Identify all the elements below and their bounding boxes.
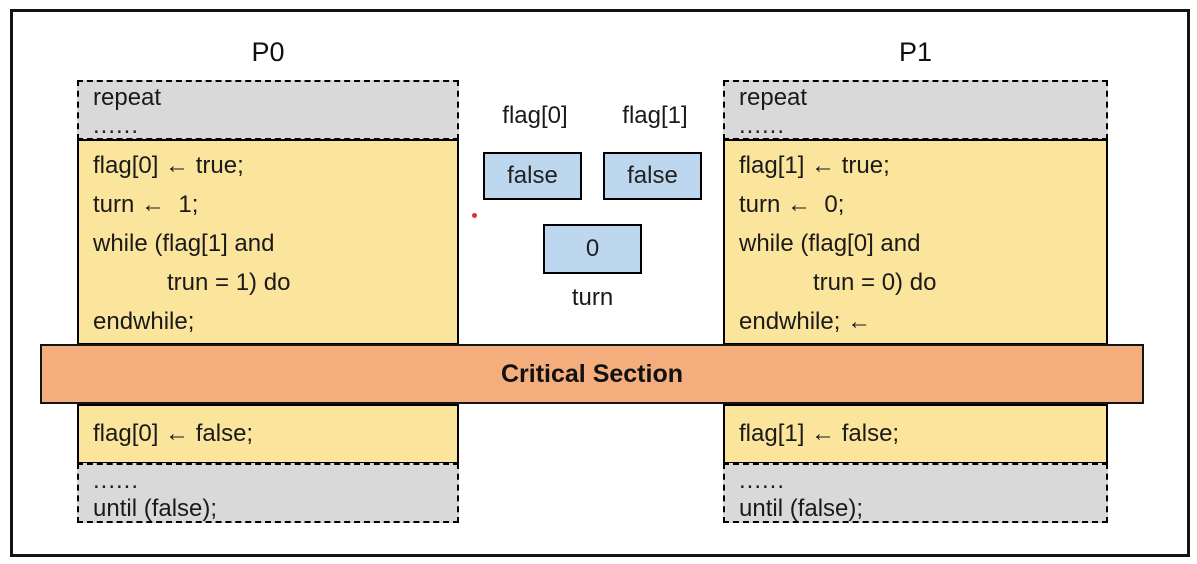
p1-code-line: trun = 0) do [813,269,937,296]
p1-entry-code-block: flag[1] ← true; turn ← 0; while (flag[0]… [723,139,1108,345]
process-p0-title: P0 [251,37,285,67]
p0-repeat-block: repeat ...... [77,80,459,140]
flag0-value-box: false [483,152,582,200]
p0-until-block: ...... until (false); [77,463,459,523]
p1-code-line: while (flag[0] and [739,230,921,257]
p1-until-label: until (false); [739,495,864,522]
p0-repeat-label: repeat [93,84,162,111]
p1-repeat-label: repeat [739,84,808,111]
process-p1-title: P1 [898,37,933,67]
flag1-label: flag[1] [622,102,688,129]
p1-release-block: flag[1] ← false; [723,404,1108,464]
p0-release-block: flag[0] ← false; [77,404,459,464]
p1-dots-top: ...... [739,112,786,139]
p0-entry-code-block: flag[0] ← true; turn ← 1; while (flag[1]… [77,139,459,345]
p1-code-line: flag[1] ← true; [739,152,890,179]
p1-code-line: turn ← 0; [739,191,845,218]
p0-code-line: turn ← 1; [93,191,199,218]
p0-dots-bottom: ...... [93,467,140,494]
p0-until-label: until (false); [93,495,218,522]
p1-until-block: ...... until (false); [723,463,1108,523]
flag0-label: flag[0] [502,102,568,129]
turn-label: turn [571,284,614,311]
turn-value-box: 0 [543,224,642,274]
p0-dots-top: ...... [93,112,140,139]
critical-section-banner: Critical Section [40,344,1144,404]
p0-code-line: endwhile; [93,308,195,335]
p1-code-line-current: endwhile; ← [739,308,872,335]
p1-repeat-block: repeat ...... [723,80,1108,140]
red-marker-dot [472,213,477,218]
outer-frame [10,9,1190,557]
p1-dots-bottom: ...... [739,467,786,494]
p0-code-line: trun = 1) do [167,269,291,296]
p0-code-line: flag[0] ← true; [93,152,244,179]
flag1-value-box: false [603,152,702,200]
p0-code-line: while (flag[1] and [93,230,275,257]
